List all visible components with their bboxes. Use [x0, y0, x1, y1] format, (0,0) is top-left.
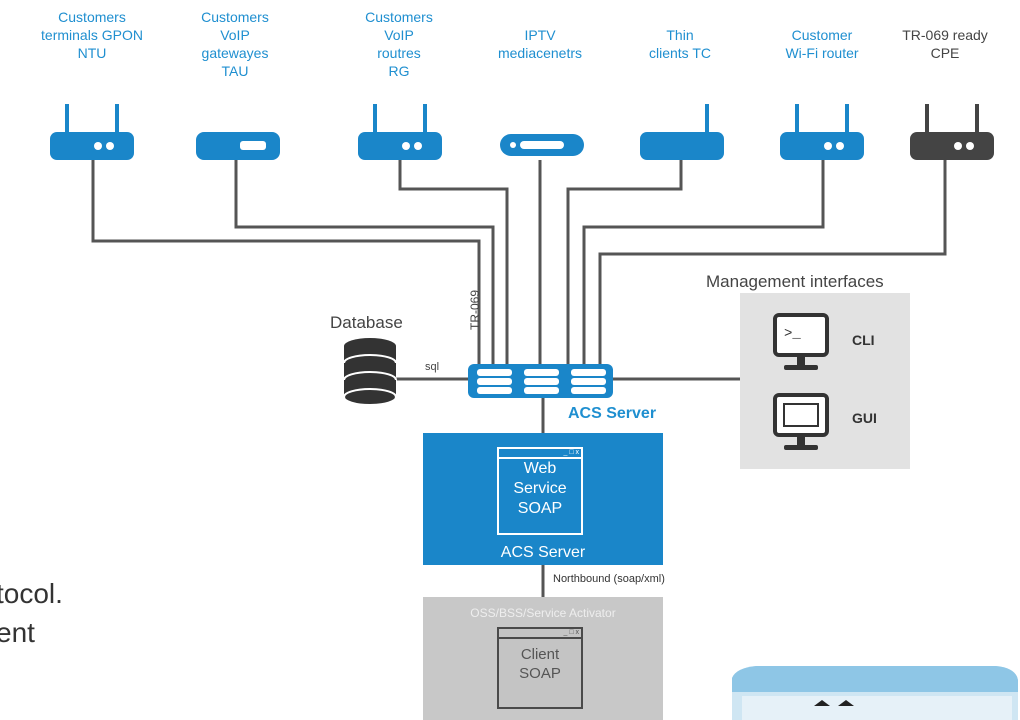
gateway-icon — [196, 132, 280, 160]
wire-wifi — [582, 160, 825, 370]
client-soap-window: _ □ x Client SOAP — [497, 627, 583, 709]
side-text-line: ent — [0, 617, 35, 648]
wire-tau — [234, 160, 495, 370]
terminal-icon: >_ — [773, 313, 829, 370]
acs-server-label: ACS Server — [568, 405, 657, 422]
side-text-line: tocol. — [0, 578, 63, 609]
cpe-router-icon — [910, 104, 994, 160]
wire-gpon — [91, 160, 481, 370]
web-service-line: SOAP — [517, 500, 563, 517]
northbound-label: Northbound (soap/xml) — [553, 573, 665, 585]
web-service-line: Service — [513, 480, 567, 497]
oss-title: OSS/BSS/Service Activator — [470, 606, 616, 620]
wire-rg — [398, 160, 509, 370]
database-icon — [343, 338, 397, 406]
acs-server-box — [423, 433, 663, 565]
decorative-box-icon — [732, 666, 1018, 720]
gui-label: GUI — [852, 410, 877, 426]
wire-cpe — [598, 160, 947, 370]
protocol-label: TR-069 — [468, 289, 482, 330]
thin-client-icon — [640, 104, 724, 160]
router-icon — [50, 104, 134, 160]
cli-label: CLI — [852, 332, 875, 348]
web-service-line: Web — [523, 460, 557, 477]
acs-server-caption: ACS Server — [500, 544, 586, 561]
window-controls: _ □ x — [499, 629, 581, 639]
cli-prompt: >_ — [784, 326, 801, 342]
mediacenter-icon — [500, 134, 584, 156]
acs-switch-icon — [468, 364, 613, 398]
management-title: Management interfaces — [706, 272, 884, 291]
router-icon — [358, 104, 442, 160]
wire-thin — [566, 160, 683, 370]
web-service-window: _ □ x Web Service SOAP — [497, 447, 583, 535]
database-label: Database — [330, 313, 403, 332]
sql-label: sql — [425, 361, 440, 373]
router-icon — [780, 104, 864, 160]
window-controls: _ □ x — [499, 449, 581, 459]
monitor-icon — [773, 393, 829, 450]
client-line: Client SOAP — [519, 646, 561, 682]
